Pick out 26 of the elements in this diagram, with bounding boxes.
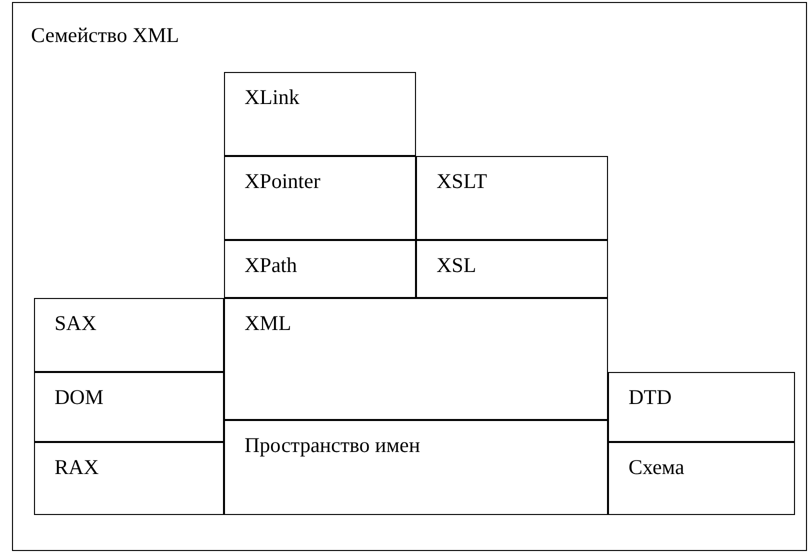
- layer-box: [224, 72, 416, 156]
- layer-box: [224, 156, 416, 240]
- layer-box: [608, 442, 794, 514]
- layer-box: [34, 442, 224, 514]
- layer-label: XPath: [244, 252, 297, 278]
- layer-label: SAX: [54, 310, 97, 336]
- layer-box: [416, 156, 608, 240]
- layer-box: [224, 420, 608, 514]
- layer-label: XPointer: [244, 168, 320, 194]
- diagram-heading: Семейство XML: [31, 23, 180, 48]
- layer-label: Пространство имен: [244, 432, 420, 458]
- layer-box: [34, 298, 224, 372]
- layer-label: DOM: [54, 384, 104, 410]
- layer-label: XSL: [436, 252, 476, 278]
- layer-box: [224, 240, 416, 298]
- layer-label: Схема: [628, 454, 684, 480]
- layer-box: [224, 298, 608, 420]
- layer-box: [416, 240, 608, 298]
- layer-box: [34, 372, 224, 442]
- layer-label: RAX: [54, 454, 99, 480]
- layer-box: [608, 372, 794, 442]
- layer-label: XML: [244, 310, 292, 336]
- layer-label: XLink: [244, 84, 300, 110]
- outer-frame: [12, 2, 807, 551]
- layer-label: XSLT: [436, 168, 488, 194]
- layer-label: DTD: [628, 384, 672, 410]
